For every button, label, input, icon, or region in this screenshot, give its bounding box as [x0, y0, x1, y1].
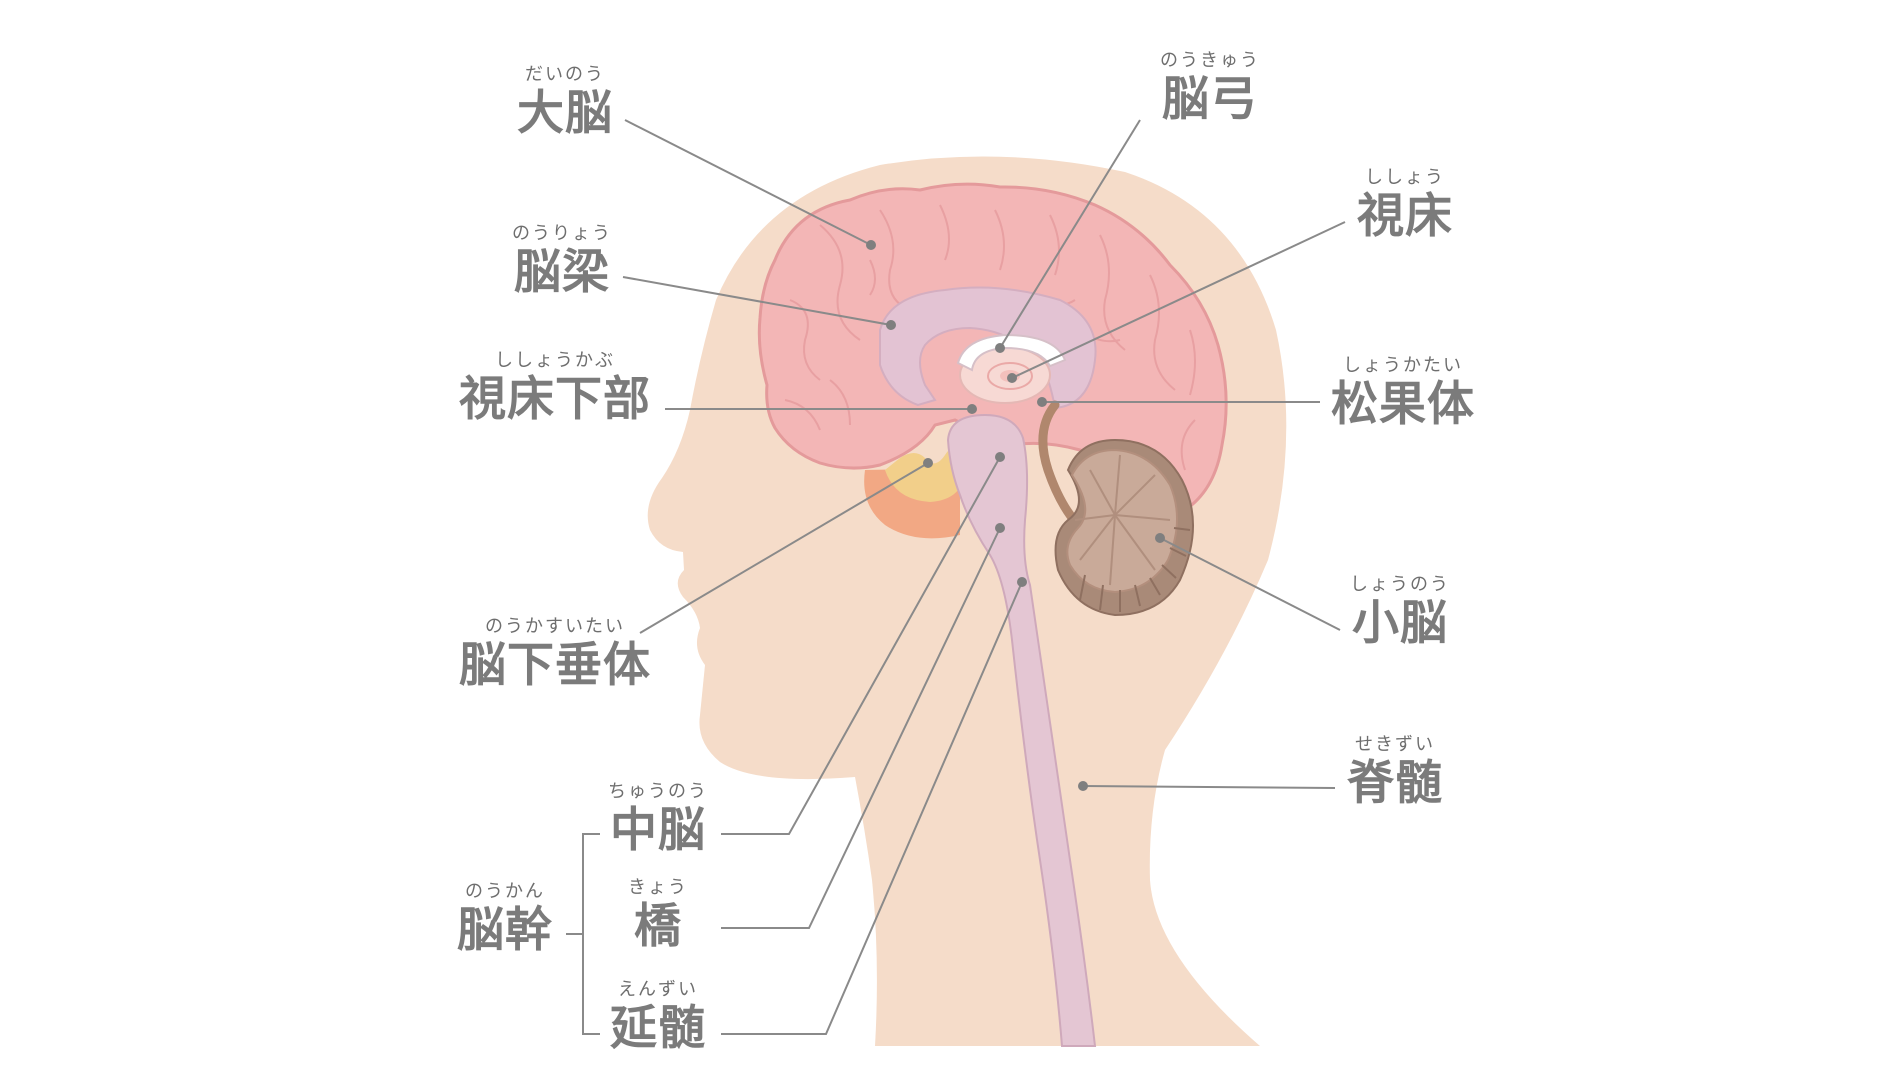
- label-brainstem: のうかん 脳幹: [450, 881, 560, 958]
- label-fornix-ruby: のうきゅう: [1160, 50, 1260, 71]
- leader-midbrain: [721, 456, 1001, 835]
- label-thalamus: ししょう 視床: [1350, 167, 1460, 244]
- label-cerebrum-ruby: だいのう: [525, 64, 605, 85]
- brainstem-bracket: [566, 833, 600, 1035]
- label-corpus-callosum: のうりょう 脳梁: [507, 223, 617, 300]
- label-hypothalamus-text: 視床下部: [459, 372, 651, 427]
- label-hypothalamus: ししょうかぶ 視床下部: [455, 350, 655, 427]
- corpus-callosum-shape: [879, 286, 1097, 410]
- label-pons: きょう 橋: [603, 877, 713, 954]
- leader-thalamus: [1011, 221, 1346, 379]
- label-cerebellum-ruby: しょうのう: [1350, 574, 1450, 595]
- label-spinal-cord-text: 脊髄: [1347, 756, 1443, 811]
- label-brainstem-text: 脳幹: [457, 903, 553, 958]
- label-thalamus-text: 視床: [1357, 189, 1453, 244]
- label-pineal-text: 松果体: [1331, 377, 1475, 432]
- label-midbrain-ruby: ちゅうのう: [608, 781, 708, 802]
- leader-pons: [721, 527, 1001, 929]
- leader-fornix: [999, 119, 1141, 349]
- label-medulla-ruby: えんずい: [618, 979, 698, 1000]
- fornix-shape: [956, 333, 1067, 372]
- label-midbrain-text: 中脳: [610, 803, 706, 858]
- label-spinal-cord-ruby: せきずい: [1355, 734, 1435, 755]
- label-medulla: えんずい 延髄: [603, 979, 713, 1056]
- label-midbrain: ちゅうのう 中脳: [603, 781, 713, 858]
- label-hypothalamus-ruby: ししょうかぶ: [495, 350, 615, 371]
- label-pituitary-text: 脳下垂体: [459, 638, 651, 693]
- label-pituitary-ruby: のうかすいたい: [485, 616, 625, 637]
- label-cerebellum-text: 小脳: [1352, 596, 1448, 651]
- label-cerebrum: だいのう 大脳: [510, 64, 620, 141]
- label-pineal: しょうかたい 松果体: [1328, 355, 1478, 432]
- label-brainstem-ruby: のうかん: [465, 881, 545, 902]
- label-thalamus-ruby: ししょう: [1365, 167, 1445, 188]
- label-fornix: のうきゅう 脳弓: [1150, 50, 1270, 127]
- leader-cerebellum: [1159, 537, 1341, 631]
- label-pituitary: のうかすいたい 脳下垂体: [455, 616, 655, 693]
- leader-dots: [866, 240, 1165, 791]
- label-spinal-cord: せきずい 脊髄: [1340, 734, 1450, 811]
- leader-pituitary: [639, 462, 929, 634]
- cerebellum-shape: [1054, 438, 1194, 617]
- leader-spinal-cord: [1082, 785, 1336, 789]
- label-cerebellum: しょうのう 小脳: [1345, 574, 1455, 651]
- label-fornix-text: 脳弓: [1162, 72, 1258, 127]
- pineal-shape: [1038, 400, 1083, 530]
- leader-medulla: [721, 581, 1023, 1035]
- pituitary-shape: [885, 443, 965, 502]
- label-medulla-text: 延髄: [610, 1001, 706, 1056]
- leader-cerebrum: [624, 119, 872, 246]
- label-pineal-ruby: しょうかたい: [1343, 355, 1463, 376]
- leader-lines: [566, 119, 1346, 1035]
- label-cerebrum-text: 大脳: [517, 86, 613, 141]
- brainstem-shape: [946, 413, 1097, 1047]
- label-corpus-callosum-text: 脳梁: [514, 245, 610, 300]
- label-pons-ruby: きょう: [628, 877, 688, 898]
- label-pons-text: 橋: [634, 899, 682, 954]
- label-corpus-callosum-ruby: のうりょう: [512, 223, 612, 244]
- leader-corpus-callosum: [622, 276, 892, 326]
